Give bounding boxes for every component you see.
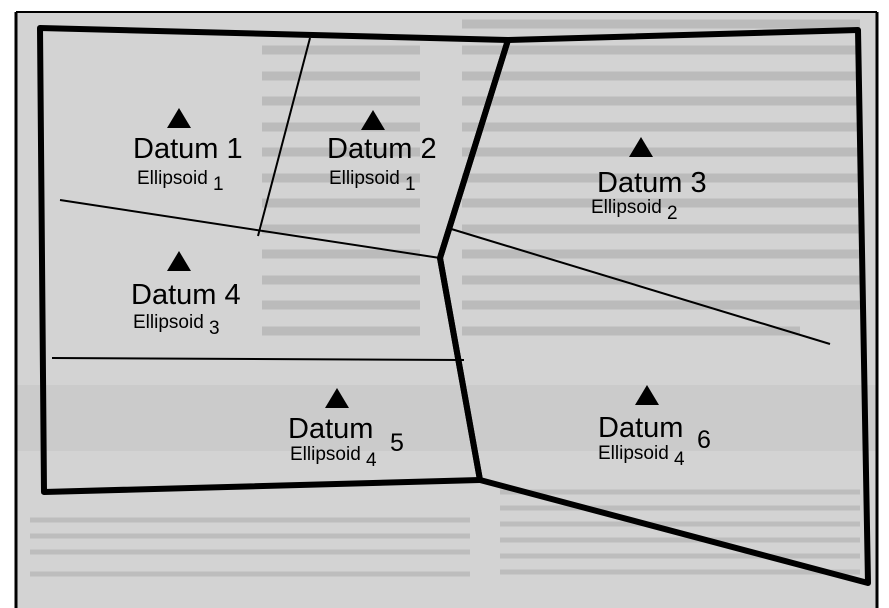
divider-3-6	[447, 227, 831, 345]
divider-top-4	[59, 199, 441, 259]
datum-marker-icon	[325, 388, 349, 408]
divider-1-2	[257, 37, 311, 237]
datum-label: Datum	[598, 412, 683, 444]
datum-marker-icon	[629, 137, 653, 157]
ellipsoid-label: Ellipsoid 1	[137, 168, 224, 195]
datum-marker-icon	[167, 108, 191, 128]
datum-label: Datum	[288, 413, 373, 445]
region-3: Datum 3 Ellipsoid 2	[591, 137, 707, 224]
region-1: Datum 1 Ellipsoid 1	[133, 108, 243, 195]
ellipsoid-label: Ellipsoid 4	[598, 443, 685, 470]
datum-label: Datum 1	[133, 133, 243, 165]
datum-marker-icon	[167, 251, 191, 271]
right-block-outline	[437, 27, 871, 586]
divider-4-5	[51, 357, 465, 361]
ellipsoid-label: Ellipsoid 4	[290, 444, 377, 471]
region-2: Datum 2 Ellipsoid 1	[327, 110, 437, 195]
background-page-text	[16, 12, 877, 608]
datum-marker-icon	[361, 110, 385, 130]
region-5: Datum Ellipsoid 4 5	[288, 388, 404, 471]
ellipsoid-label: Ellipsoid 3	[133, 312, 220, 339]
datum-label: Datum 3	[597, 167, 707, 199]
datum-marker-icon	[635, 385, 659, 405]
region-boundaries	[37, 25, 871, 586]
datum-label: Datum 2	[327, 133, 437, 165]
ellipsoid-label: Ellipsoid 2	[591, 197, 678, 224]
region-6: Datum Ellipsoid 4 6	[598, 385, 711, 470]
datum-label: Datum 4	[131, 279, 241, 311]
datum-number: 5	[390, 429, 404, 457]
region-4: Datum 4 Ellipsoid 3	[131, 251, 241, 339]
ellipsoid-label: Ellipsoid 1	[329, 168, 416, 195]
datum-number: 6	[697, 426, 711, 454]
